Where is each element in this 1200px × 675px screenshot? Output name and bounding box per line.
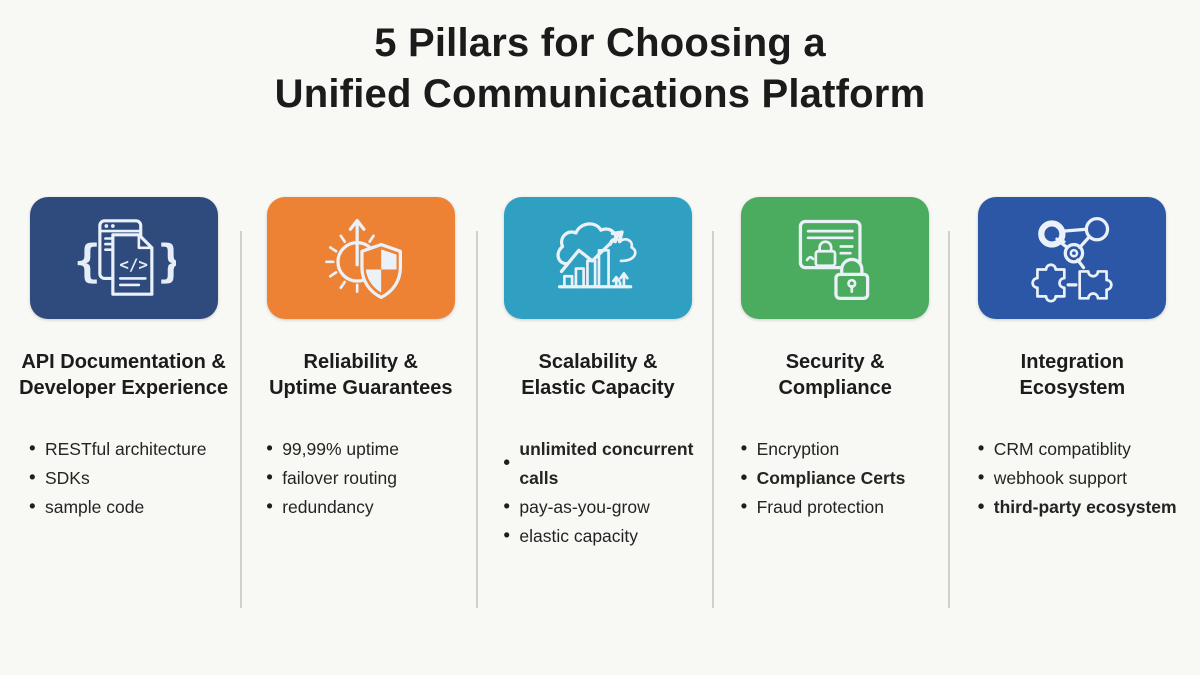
pillar-security: Security & Compliance Encryption Complia… — [717, 197, 954, 551]
bullet-item: Compliance Certs — [741, 464, 952, 493]
column-divider — [712, 231, 714, 608]
column-divider — [476, 231, 478, 608]
bullet-item: 99,99% uptime — [266, 435, 477, 464]
code-document-icon: { } </> — [72, 211, 176, 305]
column-divider — [948, 231, 950, 608]
svg-text:</>: </> — [119, 255, 147, 274]
page-title-line1: 5 Pillars for Choosing a — [374, 21, 826, 65]
bullet-item: pay-as-you-grow — [503, 493, 714, 522]
pillar4-heading: Security & Compliance — [778, 351, 892, 399]
bullet-item: SDKs — [29, 464, 240, 493]
bullet-item: sample code — [29, 493, 240, 522]
bullet-item: RESTful architecture — [29, 435, 240, 464]
pillar2-bullets: 99,99% uptime failover routing redundanc… — [242, 435, 479, 522]
bullet-item: failover routing — [266, 464, 477, 493]
pillar1-icon-box: { } </> — [29, 197, 218, 319]
bullet-item: webhook support — [978, 464, 1189, 493]
pillar4-icon-box — [741, 197, 930, 319]
pillar5-heading: Integration Ecosystem — [1019, 351, 1126, 399]
svg-text:{: { — [73, 236, 100, 288]
pillar3-bullets: unlimited concurrent calls pay-as-you-gr… — [479, 435, 716, 551]
pillar-reliability: Reliability & Uptime Guarantees 99,99% u… — [242, 197, 479, 551]
pillar3-heading: Scalability & Elastic Capacity — [521, 351, 675, 399]
pillar-api-documentation: { } </> API Documentation & — [5, 197, 242, 551]
page-title: 5 Pillars for Choosing a Unified Communi… — [0, 18, 1200, 120]
pillar1-bullets: RESTful architecture SDKs sample code — [5, 435, 242, 522]
pillar3-icon-box — [503, 197, 692, 319]
pillar1-heading: API Documentation & Developer Experience — [19, 351, 229, 399]
pillars-row: { } </> API Documentation & — [5, 197, 1191, 551]
certificate-lock-icon — [785, 210, 885, 306]
uptime-clock-shield-icon — [311, 210, 411, 306]
bullet-item: Fraud protection — [741, 493, 952, 522]
pillar4-bullets: Encryption Compliance Certs Fraud protec… — [717, 435, 954, 522]
bullet-item: unlimited concurrent calls — [503, 435, 714, 493]
pillar2-icon-box — [266, 197, 455, 319]
page-title-line2: Unified Communications Platform — [274, 72, 926, 116]
pillar5-icon-box — [978, 197, 1167, 319]
pillar5-bullets: CRM compatiblity webhook support third-p… — [954, 435, 1191, 522]
svg-text:}: } — [157, 236, 176, 288]
pillar-scalability: Scalability & Elastic Capacity unlimited… — [479, 197, 716, 551]
pillar-integration: Integration Ecosystem CRM compatiblity w… — [954, 197, 1191, 551]
network-puzzle-icon — [1022, 210, 1122, 306]
bullet-item: redundancy — [266, 493, 477, 522]
pillar2-heading: Reliability & Uptime Guarantees — [269, 351, 453, 399]
column-divider — [240, 231, 242, 608]
scaling-chart-cloud-icon — [548, 210, 648, 306]
bullet-item: Encryption — [741, 435, 952, 464]
bullet-item: elastic capacity — [503, 522, 714, 551]
bullet-item: third-party ecosystem — [978, 493, 1189, 522]
bullet-item: CRM compatiblity — [978, 435, 1189, 464]
